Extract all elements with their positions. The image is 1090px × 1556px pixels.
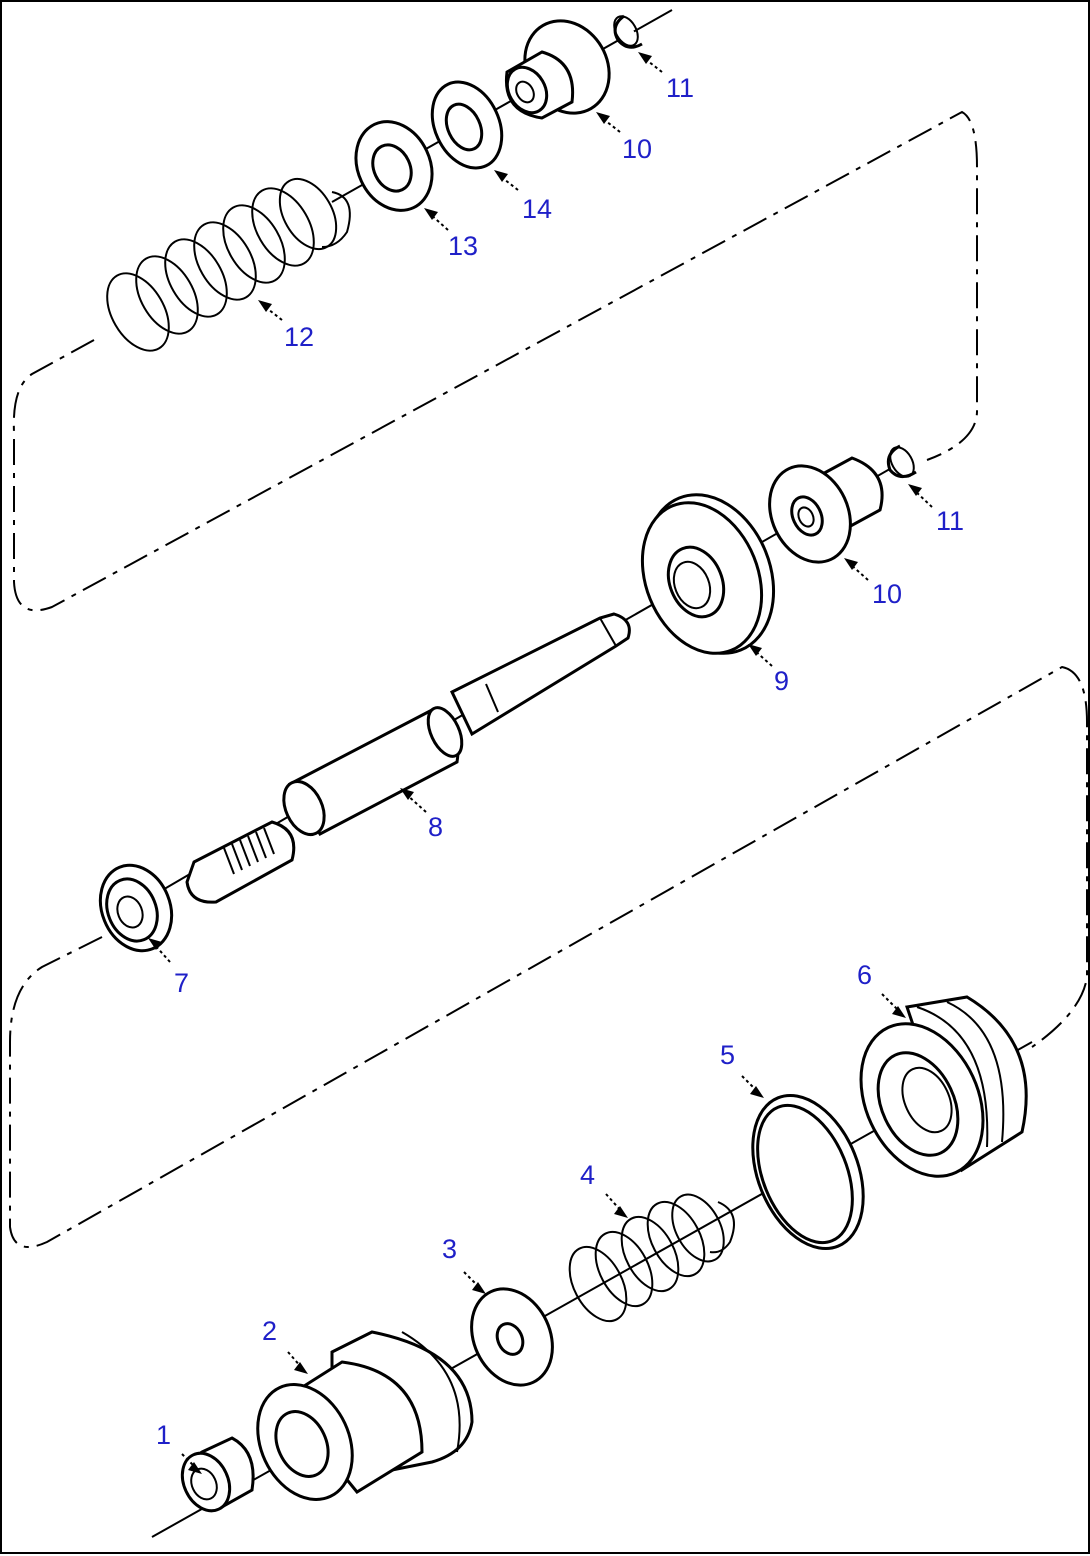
assembly-axes: [141, 9, 1033, 1538]
part-10-flanged-bushing-lower: [768, 456, 884, 564]
callout-7: 7: [174, 968, 189, 998]
part-10-flanged-bushing-upper: [504, 19, 611, 120]
callout-11-lower: 11: [936, 506, 964, 536]
callout-6: 6: [857, 960, 872, 990]
callout-leaders: [148, 52, 933, 1474]
part-4-compression-spring-small: [568, 1193, 735, 1323]
callout-14: 14: [522, 194, 552, 224]
part-6-housing: [859, 995, 1028, 1178]
part-11-retaining-clip-upper: [613, 14, 643, 49]
part-13-washer: [354, 120, 434, 212]
part-7-nut: [98, 863, 174, 953]
connector-loop-lower: [9, 665, 1088, 1248]
part-9-spring-seat-disc: [640, 493, 776, 655]
callout-8: 8: [428, 812, 443, 842]
callout-5: 5: [720, 1040, 735, 1070]
callout-3: 3: [442, 1234, 457, 1264]
part-12-compression-spring-large: [106, 177, 351, 352]
callout-10-upper: 10: [622, 134, 652, 164]
callout-1: 1: [156, 1420, 171, 1450]
part-2-valve-body: [256, 1330, 474, 1501]
callout-9: 9: [774, 666, 789, 696]
callout-13: 13: [448, 231, 478, 261]
part-3-washer: [470, 1287, 554, 1387]
part-14-washer: [430, 80, 504, 170]
connector-loop-upper: [12, 110, 978, 612]
part-11-retaining-clip-lower: [886, 444, 917, 478]
callout-4: 4: [580, 1160, 595, 1190]
callout-labels: 11 10 14 13 12 11 10 9 8 7 6 5 4 3 2 1: [156, 73, 964, 1450]
part-8-shaft: [185, 612, 631, 904]
callout-12: 12: [284, 322, 314, 352]
part-1-fitting: [180, 1436, 255, 1513]
callout-10-lower: 10: [872, 579, 902, 609]
callout-2: 2: [262, 1316, 277, 1346]
part-5-o-ring: [751, 1093, 865, 1251]
callout-11-upper: 11: [666, 73, 694, 103]
